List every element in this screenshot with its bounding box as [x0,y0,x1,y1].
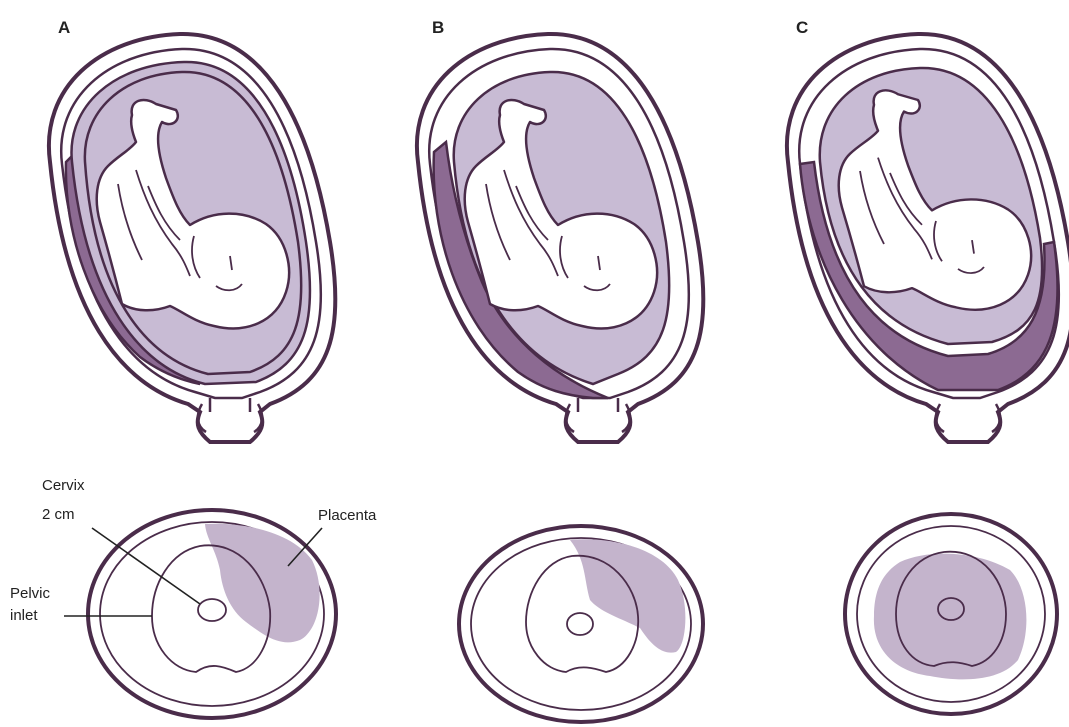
panel-label-b: B [432,18,444,37]
panel-label-a: A [58,18,70,37]
uterus-b [417,34,704,442]
cervix-label: Cervix [42,477,85,494]
inlet-label: inlet [10,607,38,624]
panel-label-c: C [796,18,808,37]
cross-section-b [459,526,703,722]
cross-section-c [845,514,1057,714]
placenta-label: Placenta [318,507,377,524]
cervix-size-label: 2 cm [42,506,75,523]
uterus-a [49,34,336,442]
uterus-c [787,34,1069,442]
pelvic-label: Pelvic [10,585,51,602]
cross-section-a [88,510,336,718]
